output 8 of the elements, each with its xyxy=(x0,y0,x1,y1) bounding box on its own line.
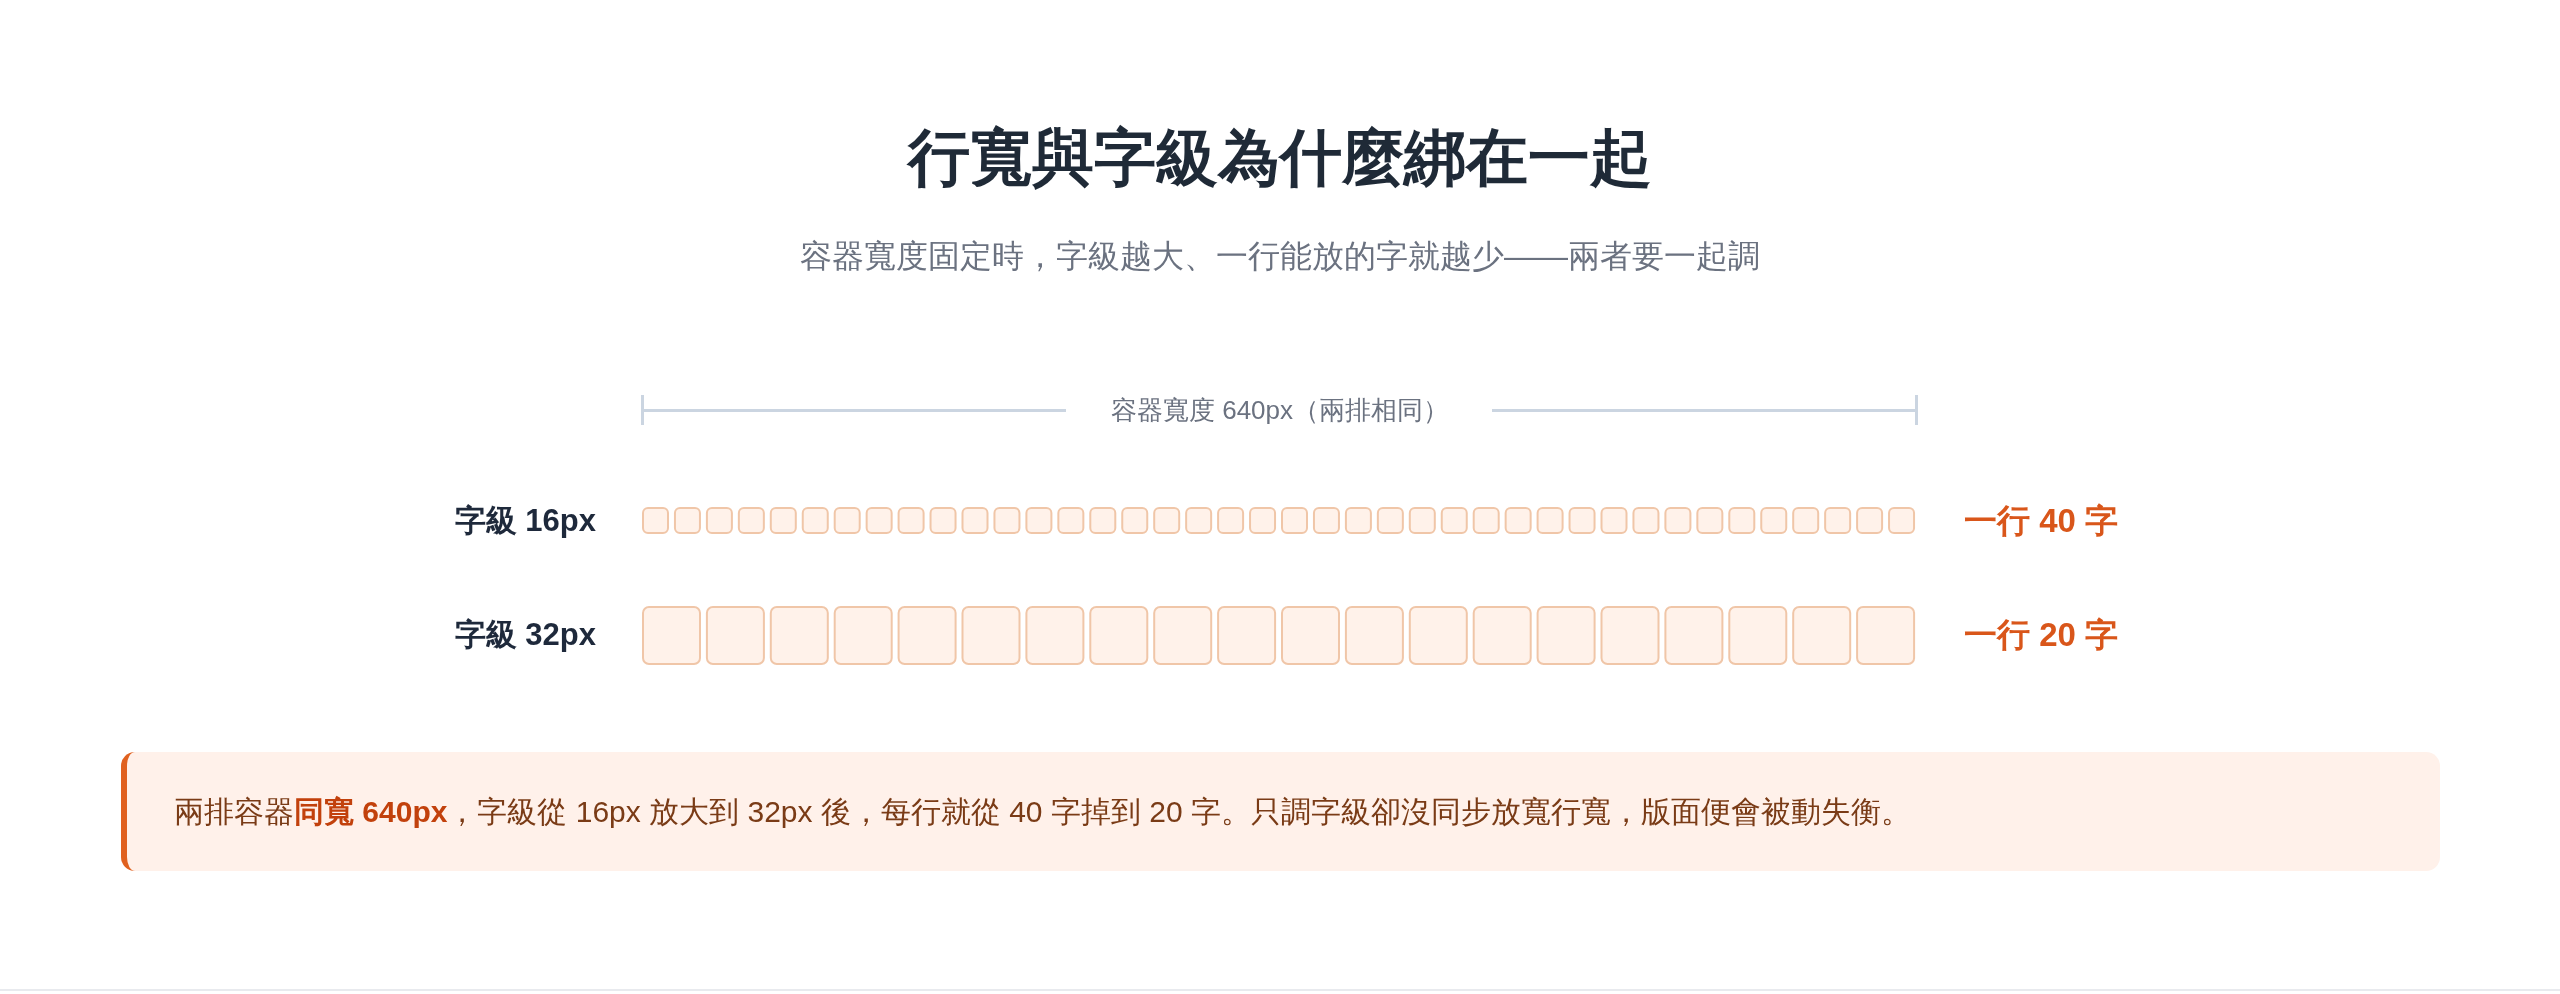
callout-box: 兩排容器同寬 640px，字級從 16px 放大到 32px 後，每行就從 40 字掉到 20 字。只調字級卻沒同步放寬行寬，版面便會被動失衡。 xyxy=(121,752,2440,871)
count-label: 一行 40 字 xyxy=(1964,501,2119,541)
dimension-label: 容器寬度 640px（兩排相同） xyxy=(1110,395,1450,427)
title: 行寬與字級為什麼綁在一起 xyxy=(908,121,1652,194)
row-label: 字級 32px xyxy=(454,616,596,654)
row-label: 字級 16px xyxy=(454,502,596,540)
subtitle: 容器寬度固定時，字級越大、一行能放的字就越少——兩者要一起調 xyxy=(800,236,1760,276)
count-label: 一行 20 字 xyxy=(1964,615,2119,655)
